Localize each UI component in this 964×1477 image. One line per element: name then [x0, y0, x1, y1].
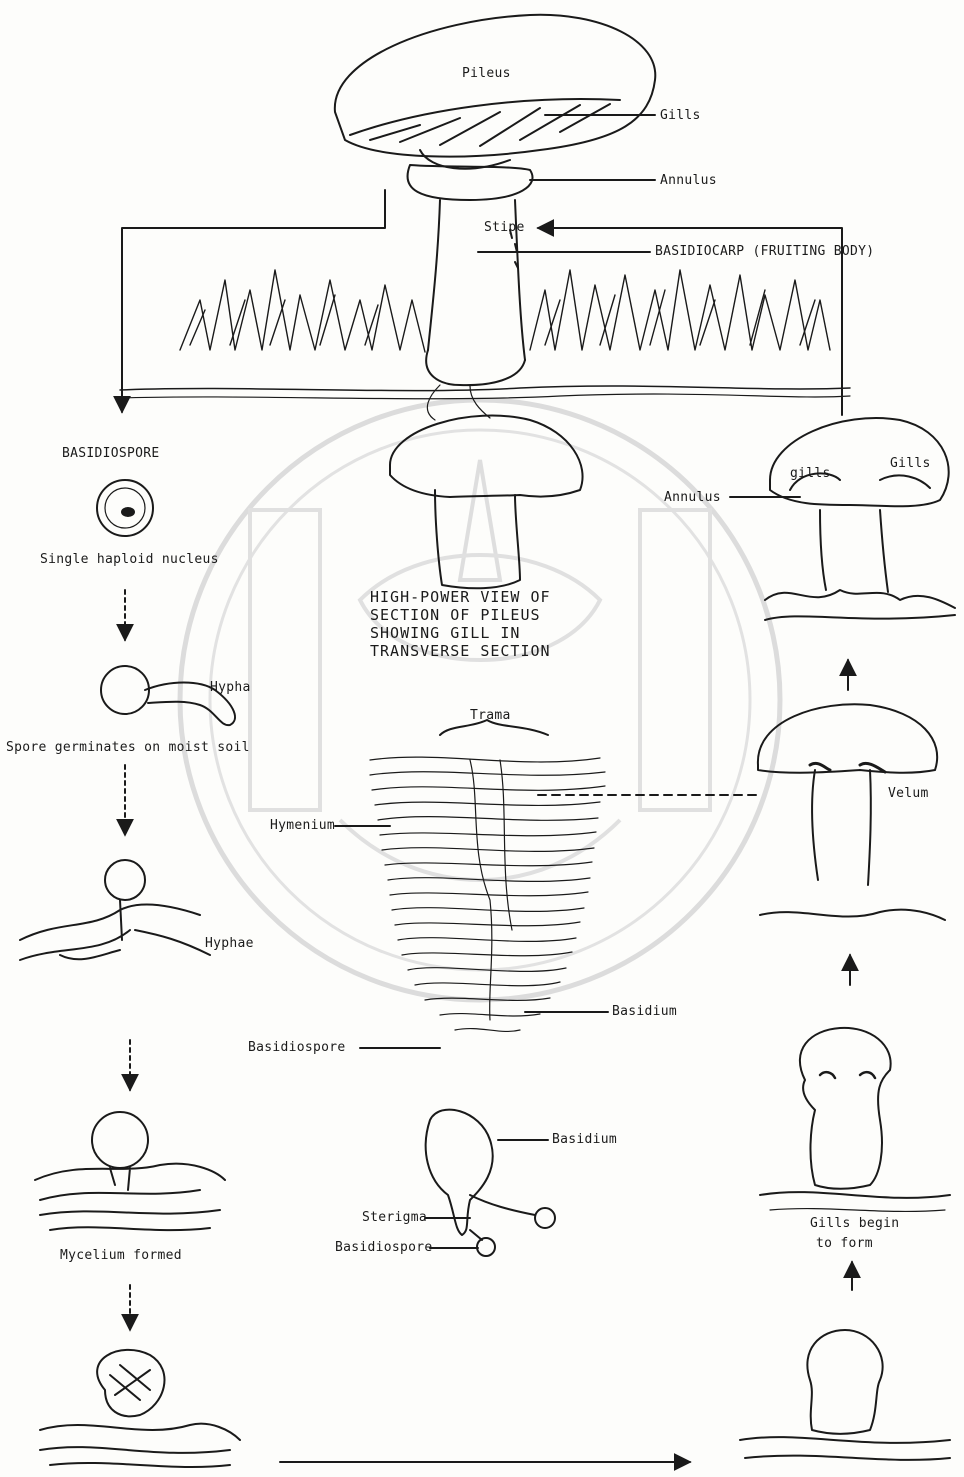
single-nucleus-label: Single haploid nucleus — [40, 552, 219, 567]
gills-label-right-a: gills — [790, 466, 831, 481]
basidium-illustration — [426, 1110, 555, 1256]
basidiospore-label-low: Basidiospore — [335, 1240, 433, 1255]
stipe-label: Stipe — [484, 220, 525, 235]
basidiospore-heading: BASIDIOSPORE — [62, 446, 160, 461]
gills-label-right-b: Gills — [890, 456, 931, 471]
hypha-label: Hypha — [210, 680, 251, 695]
spore-germinates-label: Spore germinates on moist soil — [6, 740, 250, 755]
pileus-label: Pileus — [462, 66, 511, 81]
basidiocarp-label: BASIDIOCARP (FRUITING BODY) — [655, 244, 874, 259]
germinating-spore-illustration — [101, 666, 235, 725]
to-form-label: to form — [816, 1236, 873, 1251]
mature-mushroom-illustration — [765, 418, 955, 620]
grass-band — [180, 270, 830, 352]
annulus-label-right: Annulus — [664, 490, 721, 505]
basidium-label-low: Basidium — [552, 1132, 617, 1147]
basidium-label-mid: Basidium — [612, 1004, 677, 1019]
velum-label: Velum — [888, 786, 929, 801]
velum-mushroom-illustration — [758, 704, 945, 920]
gill-section-illustration — [370, 757, 605, 1031]
button-stage-illustration — [740, 1330, 950, 1460]
mycelium-label: Mycelium formed — [60, 1248, 182, 1263]
hymenium-label: Hymenium — [270, 818, 335, 833]
primordium-illustration — [40, 1350, 240, 1467]
mycelium-illustration — [35, 1112, 225, 1230]
sterigma-label: Sterigma — [362, 1210, 427, 1225]
trama-label: Trama — [470, 708, 511, 723]
basidiospore-illustration — [97, 480, 153, 536]
gills-begin-label: Gills begin — [810, 1216, 899, 1231]
annulus-label: Annulus — [660, 173, 717, 188]
section-caption: HIGH-POWER VIEW OF SECTION OF PILEUS SHO… — [370, 588, 551, 660]
hyphae-label: Hyphae — [205, 936, 254, 951]
gills-forming-illustration — [760, 1028, 950, 1212]
basidiospore-label-mid: Basidiospore — [248, 1040, 346, 1055]
hyphae-illustration — [20, 860, 210, 960]
gills-label: Gills — [660, 108, 701, 123]
pileus-section-illustration — [390, 416, 583, 589]
